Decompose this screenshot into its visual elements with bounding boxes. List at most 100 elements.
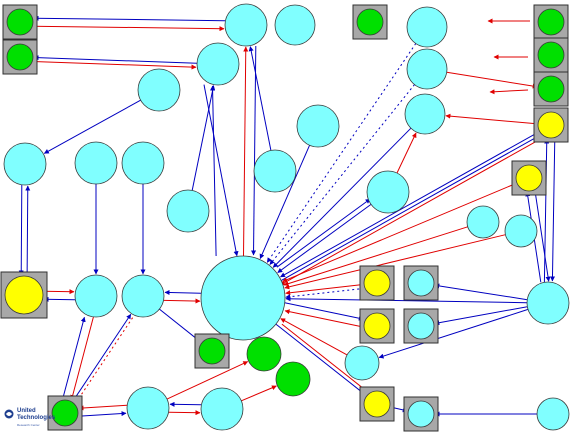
node-c1[interactable] bbox=[224, 3, 268, 47]
node-c4[interactable] bbox=[196, 42, 240, 86]
edge-c4-C bbox=[203, 84, 239, 257]
node-c5[interactable] bbox=[137, 68, 181, 112]
edge-c17-g10 bbox=[70, 316, 95, 400]
node-bc3[interactable] bbox=[403, 396, 439, 432]
node-circle-c13 bbox=[366, 170, 410, 214]
edge-C-c18 bbox=[164, 290, 202, 295]
node-c18[interactable] bbox=[121, 274, 165, 318]
edge-C-c13 bbox=[276, 198, 371, 268]
node-circle-bc1 bbox=[407, 269, 435, 297]
node-c21[interactable] bbox=[126, 386, 170, 430]
edge-y4-C bbox=[285, 287, 365, 300]
node-c22[interactable] bbox=[200, 387, 244, 431]
node-bc1[interactable] bbox=[403, 265, 439, 301]
node-circle-c20 bbox=[344, 345, 380, 381]
node-c11[interactable] bbox=[121, 141, 165, 185]
edge-c12-c1 bbox=[248, 46, 272, 151]
edge-y2-c7 bbox=[445, 113, 539, 125]
edge-c6-g6 bbox=[446, 71, 538, 89]
node-circle-y4 bbox=[363, 269, 391, 297]
node-circle-g3 bbox=[6, 43, 34, 71]
edge-g10-c18 bbox=[71, 313, 132, 403]
node-g10[interactable] bbox=[47, 395, 83, 431]
edge-c9-y1 bbox=[18, 184, 24, 276]
node-g2[interactable] bbox=[2, 4, 38, 40]
node-circle-g9 bbox=[275, 361, 311, 397]
node-g4[interactable] bbox=[533, 4, 569, 40]
united-technologies-logo: United Technologies Research Center bbox=[4, 408, 56, 430]
node-g9[interactable] bbox=[275, 361, 311, 397]
edge-c8-C bbox=[259, 145, 311, 260]
logo-text-line3: Research Center bbox=[17, 423, 40, 427]
node-g5[interactable] bbox=[533, 37, 569, 73]
node-g6[interactable] bbox=[533, 71, 569, 107]
node-g1[interactable] bbox=[352, 4, 388, 40]
node-c9[interactable] bbox=[3, 142, 47, 186]
node-circle-y3 bbox=[515, 164, 543, 192]
node-y5[interactable] bbox=[359, 308, 395, 344]
node-circle-g10 bbox=[51, 399, 79, 427]
node-c8[interactable] bbox=[296, 104, 340, 148]
node-c13[interactable] bbox=[366, 170, 410, 214]
edge-g2-c1 bbox=[32, 25, 225, 32]
node-c12[interactable] bbox=[253, 149, 297, 193]
edge-C-c4 bbox=[210, 85, 217, 257]
node-bc2[interactable] bbox=[403, 308, 439, 344]
node-c23[interactable] bbox=[536, 397, 570, 431]
edge-c20-C bbox=[280, 318, 348, 356]
node-circle-y2 bbox=[537, 111, 565, 139]
node-circle-c11 bbox=[121, 141, 165, 185]
node-c15[interactable] bbox=[466, 205, 500, 239]
edge-c19-bc2 bbox=[434, 306, 528, 326]
node-c2[interactable] bbox=[274, 4, 316, 46]
edge-c13-c7 bbox=[396, 132, 417, 174]
node-C[interactable] bbox=[200, 255, 286, 341]
edge-c18-g10 bbox=[76, 313, 136, 402]
node-c7[interactable] bbox=[404, 93, 446, 135]
node-circle-g2 bbox=[6, 8, 34, 36]
edge-C-y6 bbox=[281, 323, 373, 396]
node-c16[interactable] bbox=[504, 214, 538, 248]
node-c19[interactable] bbox=[526, 281, 570, 325]
node-circle-y5 bbox=[363, 312, 391, 340]
node-g7[interactable] bbox=[194, 333, 230, 369]
node-circle-c12 bbox=[253, 149, 297, 193]
node-y2[interactable] bbox=[533, 107, 569, 143]
node-y6[interactable] bbox=[359, 386, 395, 422]
node-circle-c14 bbox=[166, 189, 210, 233]
edge-c7-C bbox=[272, 127, 412, 268]
node-g3[interactable] bbox=[2, 39, 38, 75]
logo-text-line2: Technologies bbox=[17, 415, 56, 421]
node-g8[interactable] bbox=[246, 336, 282, 372]
edge-C-c1 bbox=[243, 46, 249, 257]
edge-c3-C bbox=[266, 43, 417, 263]
edge-c21-g10 bbox=[78, 404, 128, 411]
edge-c4-g3 bbox=[33, 55, 198, 64]
edge-c19-C bbox=[285, 296, 528, 304]
node-c14[interactable] bbox=[166, 189, 210, 233]
edge-c14-c4 bbox=[191, 85, 216, 191]
edge-c13-C bbox=[277, 203, 372, 274]
node-y1[interactable] bbox=[0, 271, 48, 319]
node-circle-g5 bbox=[537, 41, 565, 69]
edge-y4-C bbox=[285, 283, 365, 296]
node-y4[interactable] bbox=[359, 265, 395, 301]
edge-c18-g7 bbox=[159, 308, 202, 343]
node-c3[interactable] bbox=[406, 6, 448, 48]
node-circle-c6 bbox=[406, 48, 448, 90]
node-circle-c18 bbox=[121, 274, 165, 318]
node-c17[interactable] bbox=[74, 274, 118, 318]
node-circle-c22 bbox=[200, 387, 244, 431]
node-circle-c8 bbox=[296, 104, 340, 148]
node-y3[interactable] bbox=[511, 160, 547, 196]
node-circle-c9 bbox=[3, 142, 47, 186]
node-circle-g1 bbox=[356, 8, 384, 36]
node-c20[interactable] bbox=[344, 345, 380, 381]
nodes-layer bbox=[0, 3, 570, 432]
edge-C-y5 bbox=[283, 302, 364, 321]
node-circle-c17 bbox=[74, 274, 118, 318]
edge-c18-C bbox=[163, 298, 201, 304]
node-c10[interactable] bbox=[74, 141, 118, 185]
edges-layer bbox=[13, 15, 556, 417]
node-c6[interactable] bbox=[406, 48, 448, 90]
